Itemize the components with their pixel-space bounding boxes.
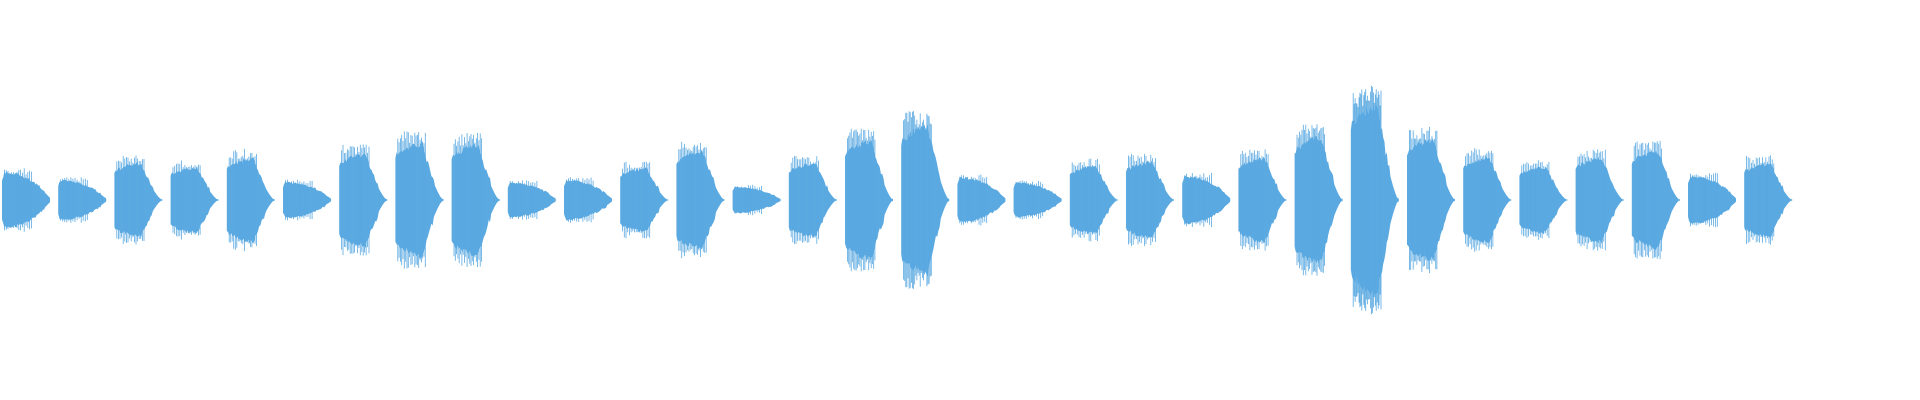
waveform-pulse-spikes (509, 180, 538, 220)
waveform-pulse-spikes (1633, 140, 1662, 260)
waveform-pulse (1013, 182, 1062, 218)
waveform-pulse (564, 179, 612, 221)
waveform-pulse-spikes (903, 111, 932, 289)
waveform-pulse-spikes (1015, 180, 1044, 220)
waveform-pulse (507, 182, 556, 218)
waveform-pulse-spikes (1184, 172, 1212, 228)
waveform-pulse-spikes (228, 148, 257, 252)
waveform-pulse-spikes (790, 156, 819, 244)
waveform-pulse-spikes (1296, 124, 1325, 276)
waveform-pulse-spikes (847, 128, 876, 272)
waveform-pulse (732, 186, 781, 214)
waveform-pulse (957, 176, 1006, 222)
waveform-pulse-spikes (60, 177, 88, 223)
waveform-pulse-spikes (397, 131, 426, 269)
waveform-pulse-spikes (4, 168, 32, 232)
waveform-pulse-spikes (959, 174, 988, 226)
waveform-pulse-spikes (1240, 149, 1269, 251)
waveform-pulse (1688, 175, 1736, 224)
waveform-pulse-spikes (453, 132, 482, 268)
waveform-pulse-spikes (116, 155, 145, 245)
waveform-pulse-spikes (678, 141, 707, 259)
waveform-pulse-spikes (341, 144, 370, 256)
waveform-pulse-spikes (566, 177, 594, 223)
waveform-pulse (1182, 175, 1231, 225)
waveform-pulse-spikes (285, 179, 313, 221)
waveform-pulse-spikes (1521, 160, 1550, 240)
waveform-pulse-spikes (1690, 172, 1718, 228)
waveform-pulse-spikes (1577, 149, 1606, 251)
waveform-pulses (2, 85, 1793, 315)
waveform-pulse-spikes (1352, 85, 1382, 315)
waveform-pulse-spikes (1128, 153, 1156, 247)
waveform-pulse (283, 181, 331, 219)
waveform-pulse (58, 179, 107, 221)
waveform-pulse-spikes (1409, 126, 1438, 274)
waveform-pulse-spikes (1746, 155, 1775, 245)
waveform-pulse-spikes (622, 161, 651, 239)
waveform-pulse-spikes (734, 184, 762, 216)
waveform-pulse-spikes (172, 160, 201, 240)
waveform-pulse-spikes (1071, 158, 1100, 242)
waveform-pulse-spikes (1465, 148, 1494, 252)
